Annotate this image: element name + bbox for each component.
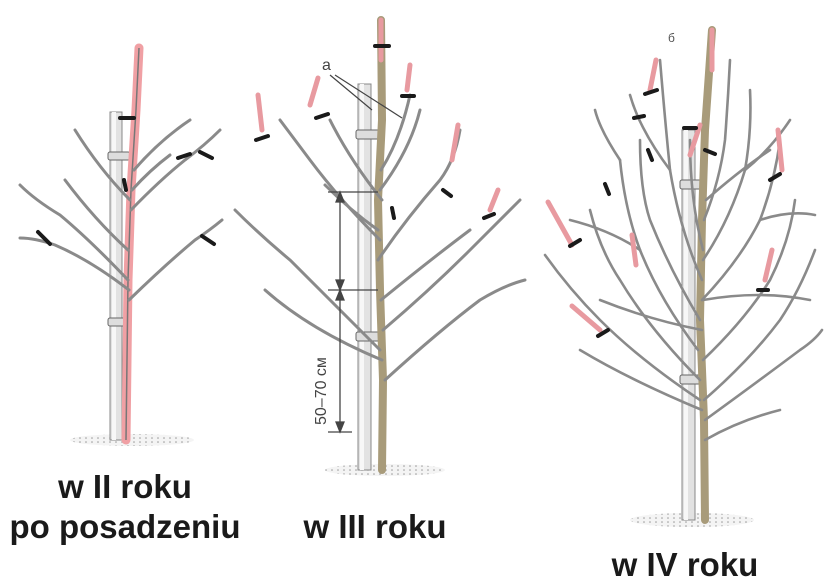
new-growth [255,62,501,213]
new-growth [545,27,785,333]
trunk [373,16,388,474]
branches [233,93,527,382]
label-b: б [668,31,675,45]
tree-year-4: б [543,26,824,527]
trunk [121,43,144,445]
tree-year-2 [18,43,224,446]
label-a-pointer [329,74,403,119]
support-stake [357,83,372,471]
branches [543,58,824,442]
tree-tie [107,151,131,161]
caption-year-3: w III roku [303,508,447,545]
cut-marks [36,116,216,246]
ground-patch [70,434,194,446]
tree-tie [355,129,381,140]
trunk [695,26,716,524]
cut-marks [568,88,782,338]
caption-year-4: w IV roku [611,546,759,583]
label-a: a [322,57,331,74]
tree-year-3: 50–70 см a [233,16,527,476]
branches [18,118,224,302]
height-dimension [328,190,378,434]
caption-year-2-line1: w II roku [58,468,192,505]
height-label: 50–70 см [313,357,330,425]
cut-marks [254,44,496,220]
caption-year-2-line2: po posadzeniu [9,508,241,545]
